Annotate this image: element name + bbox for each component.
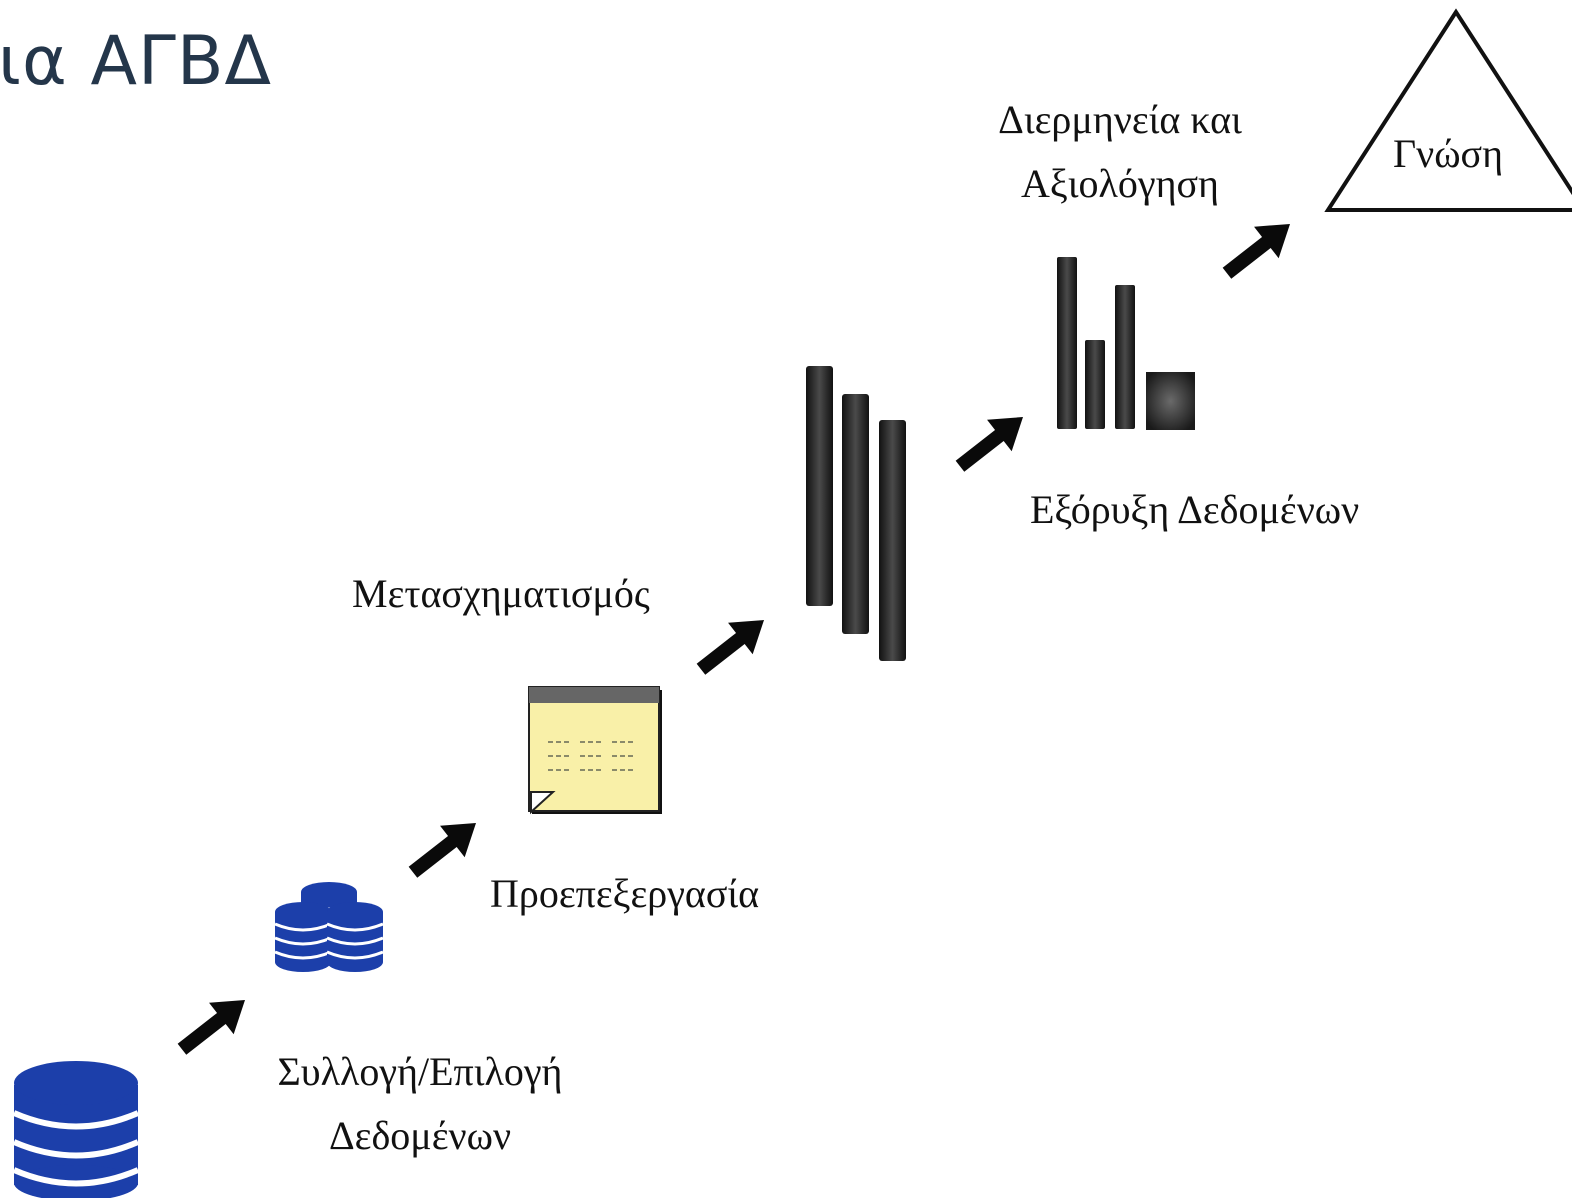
vertical-bars-icon bbox=[806, 366, 906, 661]
database-cluster-icon bbox=[274, 882, 384, 972]
stage-label-interpretation-line1: Διερμηνεία και bbox=[998, 97, 1242, 142]
stage-label-collection-line1: Συλλογή/Επιλογή bbox=[277, 1049, 563, 1094]
database-icon bbox=[12, 1061, 140, 1198]
triangle-icon bbox=[1324, 8, 1572, 212]
stage-label-collection-line2: Δεδομένων bbox=[328, 1113, 512, 1158]
bar-pattern-icon bbox=[1057, 257, 1195, 430]
stage-label-mining: Εξόρυξη Δεδομένων bbox=[1030, 487, 1360, 532]
slide-title: ια ΑΓΒΔ bbox=[0, 22, 273, 101]
note-document-icon bbox=[528, 686, 662, 815]
stage-label-interpretation-line2: Αξιολόγηση bbox=[1021, 161, 1219, 206]
stage-label-preprocessing: Προεπεξεργασία bbox=[490, 871, 760, 916]
stage-label-collection: Συλλογή/Επιλογή Δεδομένων bbox=[240, 1040, 600, 1168]
stage-label-interpretation: Διερμηνεία και Αξιολόγηση bbox=[960, 88, 1280, 216]
stage-label-knowledge: Γνώση bbox=[1393, 131, 1504, 176]
stage-label-transformation: Μετασχηματισμός bbox=[352, 571, 650, 616]
